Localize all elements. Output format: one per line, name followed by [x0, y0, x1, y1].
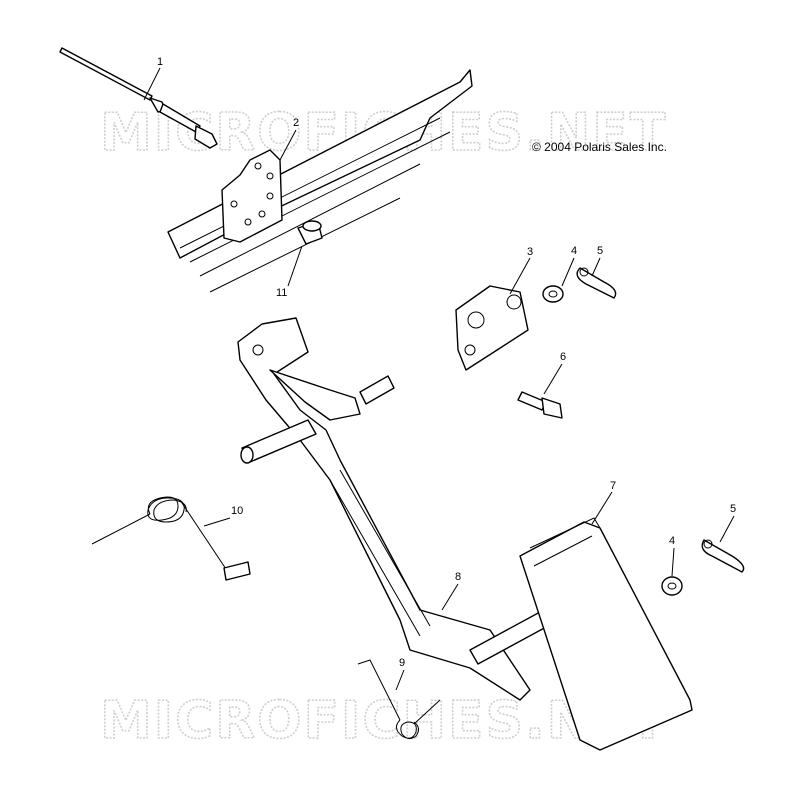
callout-5-top: 5: [597, 245, 603, 257]
callout-7: 7: [610, 480, 616, 492]
part-washer-bottom: [661, 576, 683, 596]
part-bushing: [297, 220, 323, 245]
copyright-notice: © 2004 Polaris Sales Inc.: [532, 140, 667, 154]
part-pedal-pad: [519, 517, 693, 751]
callout-3: 3: [527, 246, 533, 258]
part-pivot-block: [455, 285, 529, 371]
callouts: 1 2 3 4 5 6 7 4 5 8 9 10 11: [157, 56, 736, 669]
callout-8: 8: [455, 571, 461, 583]
callout-11: 11: [276, 287, 287, 299]
callout-1: 1: [157, 56, 163, 68]
callout-6: 6: [560, 351, 566, 363]
part-return-spring: [357, 659, 441, 740]
callout-4-bottom: 4: [669, 535, 675, 547]
part-bolt: [517, 391, 563, 419]
callout-9: 9: [399, 657, 405, 669]
part-clip-top: [576, 267, 617, 299]
callout-5-bottom: 5: [730, 503, 736, 515]
leader-lines: [143, 67, 735, 691]
part-cable: [59, 47, 218, 149]
callout-2: 2: [293, 117, 299, 129]
part-pedal-arm: [237, 317, 549, 701]
callout-4-top: 4: [571, 245, 577, 257]
part-washer-top: [542, 285, 564, 303]
callout-10: 10: [231, 505, 243, 517]
part-clip-bottom: [701, 539, 745, 573]
part-torsion-spring: [91, 496, 251, 581]
